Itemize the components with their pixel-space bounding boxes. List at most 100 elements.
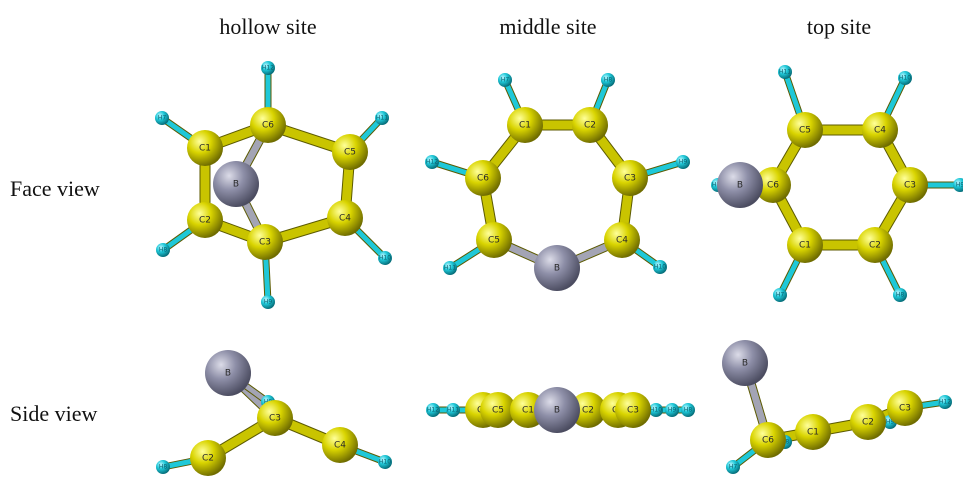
atom-label: C4 <box>334 441 346 451</box>
atom-sphere <box>612 160 648 196</box>
atom-label: C1 <box>519 121 531 131</box>
atom-label: C5 <box>492 406 504 416</box>
atom-label: C2 <box>582 406 594 416</box>
atom-sphere <box>850 404 886 440</box>
atom-sphere <box>378 251 392 265</box>
atom-sphere <box>862 112 898 148</box>
atom-label: H10 <box>899 75 911 82</box>
atom-H7: H7 <box>726 460 740 474</box>
atom-C5: C5 <box>476 222 512 258</box>
atom-sphere <box>465 160 501 196</box>
atom-label: C4 <box>339 214 351 224</box>
atom-C1: C1 <box>507 107 543 143</box>
atom-H9: H9 <box>676 155 690 169</box>
atom-H10: H10 <box>378 455 392 469</box>
atom-H10: H10 <box>378 251 392 265</box>
atom-C3: C3 <box>892 167 928 203</box>
atom-H10: H10 <box>898 71 912 85</box>
atom-label: C1 <box>807 428 819 438</box>
atom-H8: H8 <box>681 403 695 417</box>
atom-B: B <box>213 161 259 207</box>
atom-label: C3 <box>899 404 911 414</box>
atom-sphere <box>156 243 170 257</box>
atom-sphere <box>726 460 740 474</box>
atom-label: C6 <box>477 174 489 184</box>
atom-sphere <box>205 350 251 396</box>
atom-C3: C3 <box>257 400 293 436</box>
atom-sphere <box>778 65 792 79</box>
atom-label: C5 <box>799 126 811 136</box>
atom-label: B <box>233 180 239 190</box>
atom-label: C6 <box>767 181 779 191</box>
atom-label: H11 <box>444 265 456 272</box>
atom-sphere <box>953 178 963 192</box>
atom-label: C1 <box>799 241 811 251</box>
atom-C1: C1 <box>787 227 823 263</box>
atom-sphere <box>572 107 608 143</box>
atom-C4: C4 <box>327 200 363 236</box>
atom-H12: H12 <box>426 403 440 417</box>
atom-label: H9 <box>886 419 895 426</box>
atom-label: H12 <box>939 399 951 406</box>
atom-sphere <box>476 222 512 258</box>
atom-label: H9 <box>956 182 963 189</box>
atom-label: H12 <box>262 65 274 72</box>
atom-label: C5 <box>488 236 500 246</box>
atom-label: C3 <box>269 414 281 424</box>
atom-H11: H11 <box>443 261 457 275</box>
atom-H12: H12 <box>261 61 275 75</box>
panel-top-face: H11H10H9H8H7H12C5C4C3C2C1C6B <box>711 65 963 302</box>
atom-H9: H9 <box>953 178 963 192</box>
atom-C2: C2 <box>572 107 608 143</box>
atom-label: H8 <box>159 247 168 254</box>
atoms: H12H11H10H9H8C6C5C1C2C4C3B <box>426 387 695 433</box>
atom-H9: H9 <box>665 403 679 417</box>
atom-sphere <box>653 260 667 274</box>
atom-sphere <box>722 340 768 386</box>
atom-sphere <box>615 392 651 428</box>
atom-sphere <box>332 134 368 170</box>
column-title-hollow-site: hollow site <box>219 14 317 39</box>
atom-C2: C2 <box>570 392 606 428</box>
atom-label: H11 <box>376 115 388 122</box>
atom-label: H7 <box>729 464 738 471</box>
atom-sphere <box>327 200 363 236</box>
atom-sphere <box>681 403 695 417</box>
atom-label: H9 <box>668 407 677 414</box>
atom-sphere <box>649 403 663 417</box>
atom-C1: C1 <box>187 130 223 166</box>
atoms: H9H8H10C3C2C4B <box>156 350 392 476</box>
atom-label: H9 <box>679 159 688 166</box>
atom-label: C2 <box>869 241 881 251</box>
atom-label: H10 <box>379 459 391 466</box>
atom-C5: C5 <box>480 392 516 428</box>
atom-H8: H8 <box>893 288 907 302</box>
atom-C3: C3 <box>247 224 283 260</box>
atom-sphere <box>156 460 170 474</box>
atom-sphere <box>187 202 223 238</box>
atom-label: H12 <box>427 407 439 414</box>
atom-sphere <box>480 392 516 428</box>
atom-label: C2 <box>584 121 596 131</box>
atom-sphere <box>375 111 389 125</box>
column-title-middle-site: middle site <box>499 14 597 39</box>
atom-B: B <box>722 340 768 386</box>
bonds <box>158 64 389 306</box>
panel-top-side: H7H8H9H12C6C1C2C3B <box>722 340 952 474</box>
atom-sphere <box>187 130 223 166</box>
atom-label: H11 <box>779 69 791 76</box>
atom-sphere <box>755 167 791 203</box>
atom-label: H9 <box>264 299 273 306</box>
panel-hollow-side: H9H8H10C3C2C4B <box>156 350 392 476</box>
atom-label: H12 <box>426 159 438 166</box>
atom-sphere <box>892 167 928 203</box>
atom-label: H8 <box>684 407 693 414</box>
atom-sphere <box>534 245 580 291</box>
atom-label: B <box>554 406 560 416</box>
atom-label: C4 <box>616 236 628 246</box>
atom-C6: C6 <box>250 107 286 143</box>
atom-label: C2 <box>199 216 211 226</box>
